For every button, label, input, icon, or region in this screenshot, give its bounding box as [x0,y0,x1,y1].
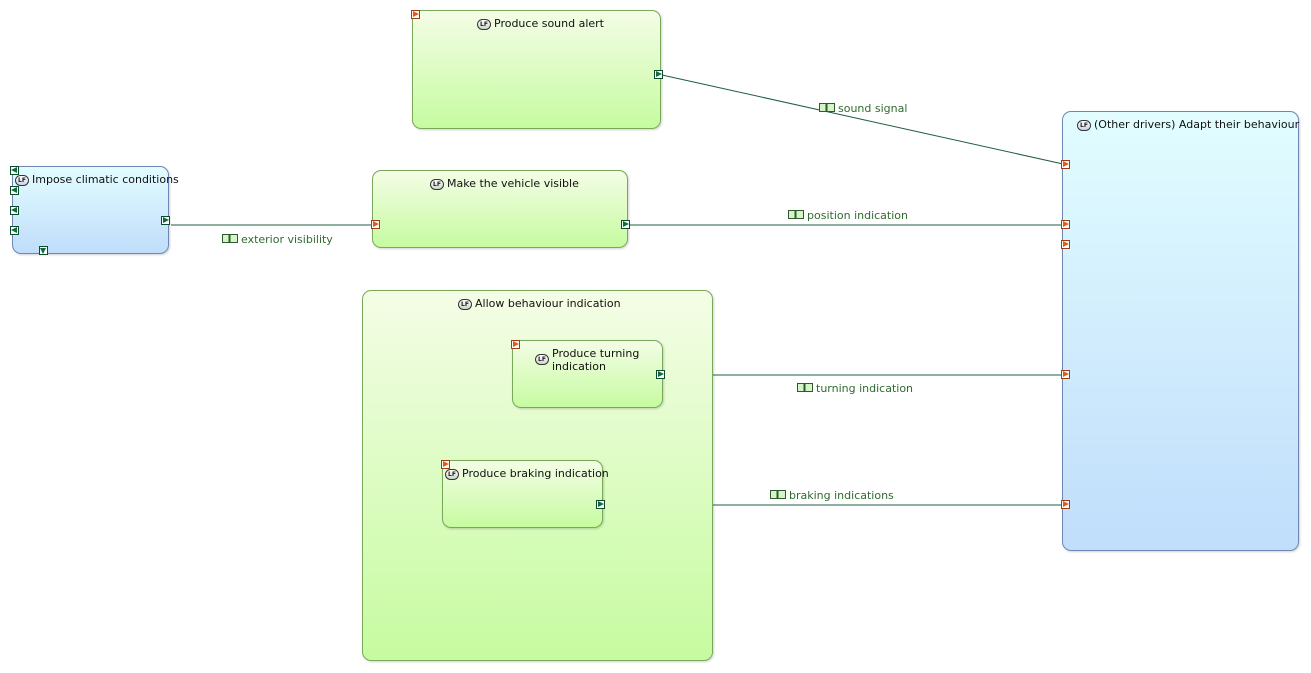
exchange-text: turning indication [816,382,914,395]
function-label: (Other drivers) Adapt their behaviour [1094,118,1300,131]
output-port-left[interactable] [10,206,19,215]
output-port[interactable] [161,216,170,225]
function-label: Allow behaviour indication [475,297,621,310]
output-port[interactable] [654,70,663,79]
output-port[interactable] [656,370,665,379]
exchange-text: position indication [807,209,908,222]
function-label: Make the vehicle visible [447,177,579,190]
input-port-braking[interactable] [1061,500,1070,509]
input-port-sound[interactable] [1061,160,1070,169]
output-port[interactable] [596,500,605,509]
exchange-label-position-indication[interactable]: position indication [788,209,908,222]
function-label: Produce sound alert [494,17,604,30]
logical-function-icon: LF [535,354,549,365]
input-port-turning[interactable] [1061,370,1070,379]
logical-function-icon: LF [1077,120,1091,131]
exchange-text: braking indications [789,489,894,502]
exchange-label-sound-signal[interactable]: sound signal [819,102,907,115]
exchange-label-turning-indication[interactable]: turning indication [797,382,913,395]
exchange-label-exterior-visibility[interactable]: exterior visibility [222,233,333,246]
function-label-line2: indication [552,360,606,373]
exchange-text: sound signal [838,102,908,115]
function-title: LF(Other drivers) Adapt their behaviour [1077,118,1299,131]
output-port-left[interactable] [10,186,19,195]
logical-function-icon: LF [445,469,459,480]
input-port[interactable] [441,460,450,469]
logical-function-icon: LF [458,299,472,310]
logical-function-icon: LF [477,19,491,30]
link-sound-signal [661,74,1064,165]
function-label: Impose climatic conditions [32,173,179,186]
function-label: Produce braking indication [462,467,609,480]
functional-exchange-icon [788,210,804,219]
functional-exchange-icon [770,490,786,499]
functional-exchange-icon [797,383,813,392]
functional-exchange-icon [819,103,835,112]
output-port-left[interactable] [10,166,19,175]
input-port[interactable] [411,10,420,19]
input-port-position[interactable] [1061,220,1070,229]
exchange-label-braking-indications[interactable]: braking indications [770,489,894,502]
logical-function-icon: LF [430,179,444,190]
exchange-text: exterior visibility [241,233,333,246]
input-port[interactable] [511,340,520,349]
logical-function-icon: LF [15,175,29,186]
input-port[interactable] [371,220,380,229]
functional-exchange-icon [222,234,238,243]
output-port-bottom[interactable] [39,246,48,255]
output-port-left[interactable] [10,226,19,235]
function-other-drivers-adapt[interactable]: LF(Other drivers) Adapt their behaviour [1062,111,1299,551]
input-port-extra[interactable] [1061,240,1070,249]
output-port[interactable] [621,220,630,229]
function-label-line1: Produce turning [552,347,640,360]
